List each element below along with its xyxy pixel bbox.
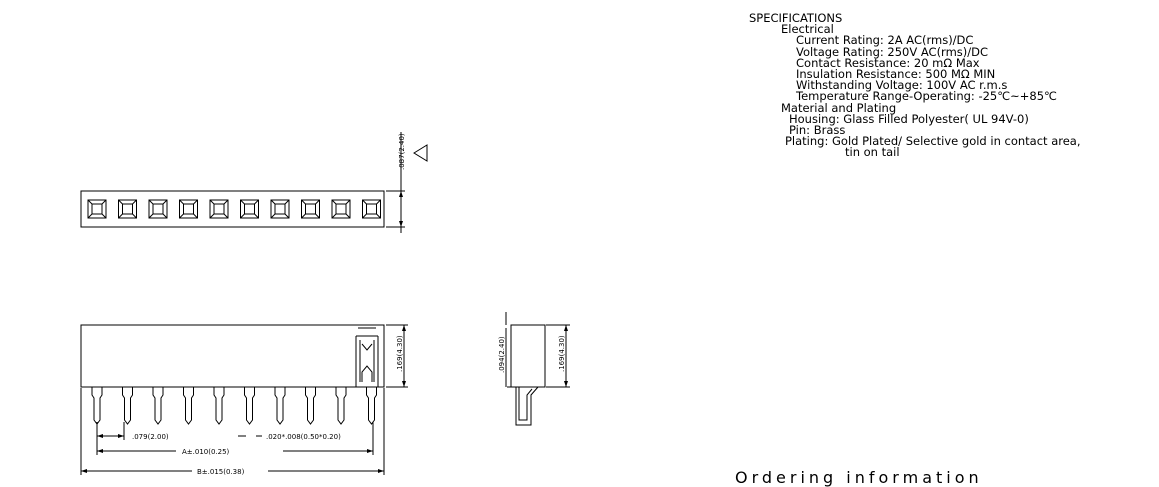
ordering-heading: Ordering information: [735, 468, 983, 487]
contact-resistance: Contact Resistance: 20 mΩ Max: [796, 55, 980, 70]
triangle-marker-icon: [413, 144, 428, 162]
spec-title: SPECIFICATIONS: [749, 11, 843, 25]
contact-cavity: [240, 199, 259, 219]
plating: Plating: Gold Plated/ Selective gold in …: [785, 134, 1081, 149]
dim-b-label: B±.015(0.38): [197, 468, 245, 476]
contact-detail: [355, 327, 379, 387]
electrical-heading: Electrical: [781, 22, 834, 37]
withstanding-voltage: Withstanding Voltage: 100V AC r.m.s: [796, 78, 1008, 93]
contact-pin: [213, 387, 225, 425]
front-view: [80, 324, 408, 475]
contact-pin: [152, 387, 164, 425]
dim-a-label: A±.010(0.25): [182, 448, 230, 456]
contact-cavity: [331, 199, 351, 219]
pitch-label: .079(2.00): [132, 433, 169, 441]
contact-cavity: [148, 199, 168, 219]
contact-pin: [91, 387, 103, 425]
contact-pin: [274, 387, 286, 425]
top-view: [80, 132, 428, 233]
end-view-housing: [510, 324, 546, 388]
specifications-block: SPECIFICATIONS Electrical Current Rating…: [749, 11, 1081, 160]
contact-cavity: [118, 199, 137, 219]
material-heading: Material and Plating: [781, 100, 897, 115]
contact-cavity: [209, 199, 229, 219]
pin-width-label: .020*.008(0.50*0.20): [266, 433, 341, 441]
temperature-range: Temperature Range-Operating: -25℃~+85℃: [796, 89, 1057, 104]
contact-cavity: [362, 199, 381, 219]
contact-pins: [91, 387, 377, 425]
top-view-housing: [80, 190, 385, 228]
front-height-label: .169(4.30): [396, 335, 404, 372]
contact-pin: [366, 387, 377, 425]
contact-cavity: [270, 199, 290, 219]
current-rating: Current Rating: 2A AC(rms)/DC: [796, 33, 974, 48]
contact-cavity: [87, 199, 107, 219]
top-height-label: .087(2.40): [398, 133, 406, 170]
voltage-rating: Voltage Rating: 250V AC(rms)/DC: [796, 44, 989, 59]
end-view: [505, 312, 570, 426]
contact-cavities: [87, 199, 381, 219]
contact-pin: [335, 387, 347, 425]
pin-material: Pin: Brass: [789, 122, 846, 137]
contact-pin: [122, 387, 133, 425]
insulation-resistance: Insulation Resistance: 500 MΩ MIN: [796, 66, 996, 81]
end-view-pin: [515, 386, 539, 426]
contact-pin: [183, 387, 194, 425]
housing-material: Housing: Glass Filled Polyester( UL 94V-…: [789, 111, 1029, 126]
contact-pin: [244, 387, 255, 425]
contact-pin: [305, 387, 316, 425]
contact-cavity: [301, 199, 320, 219]
plating-continued: tin on tail: [845, 145, 900, 160]
end-pin-height-label: .094(2.40): [498, 336, 506, 373]
end-height-label: .169(4.30): [558, 335, 566, 372]
front-view-housing: [80, 324, 385, 388]
contact-cavity: [179, 199, 198, 219]
